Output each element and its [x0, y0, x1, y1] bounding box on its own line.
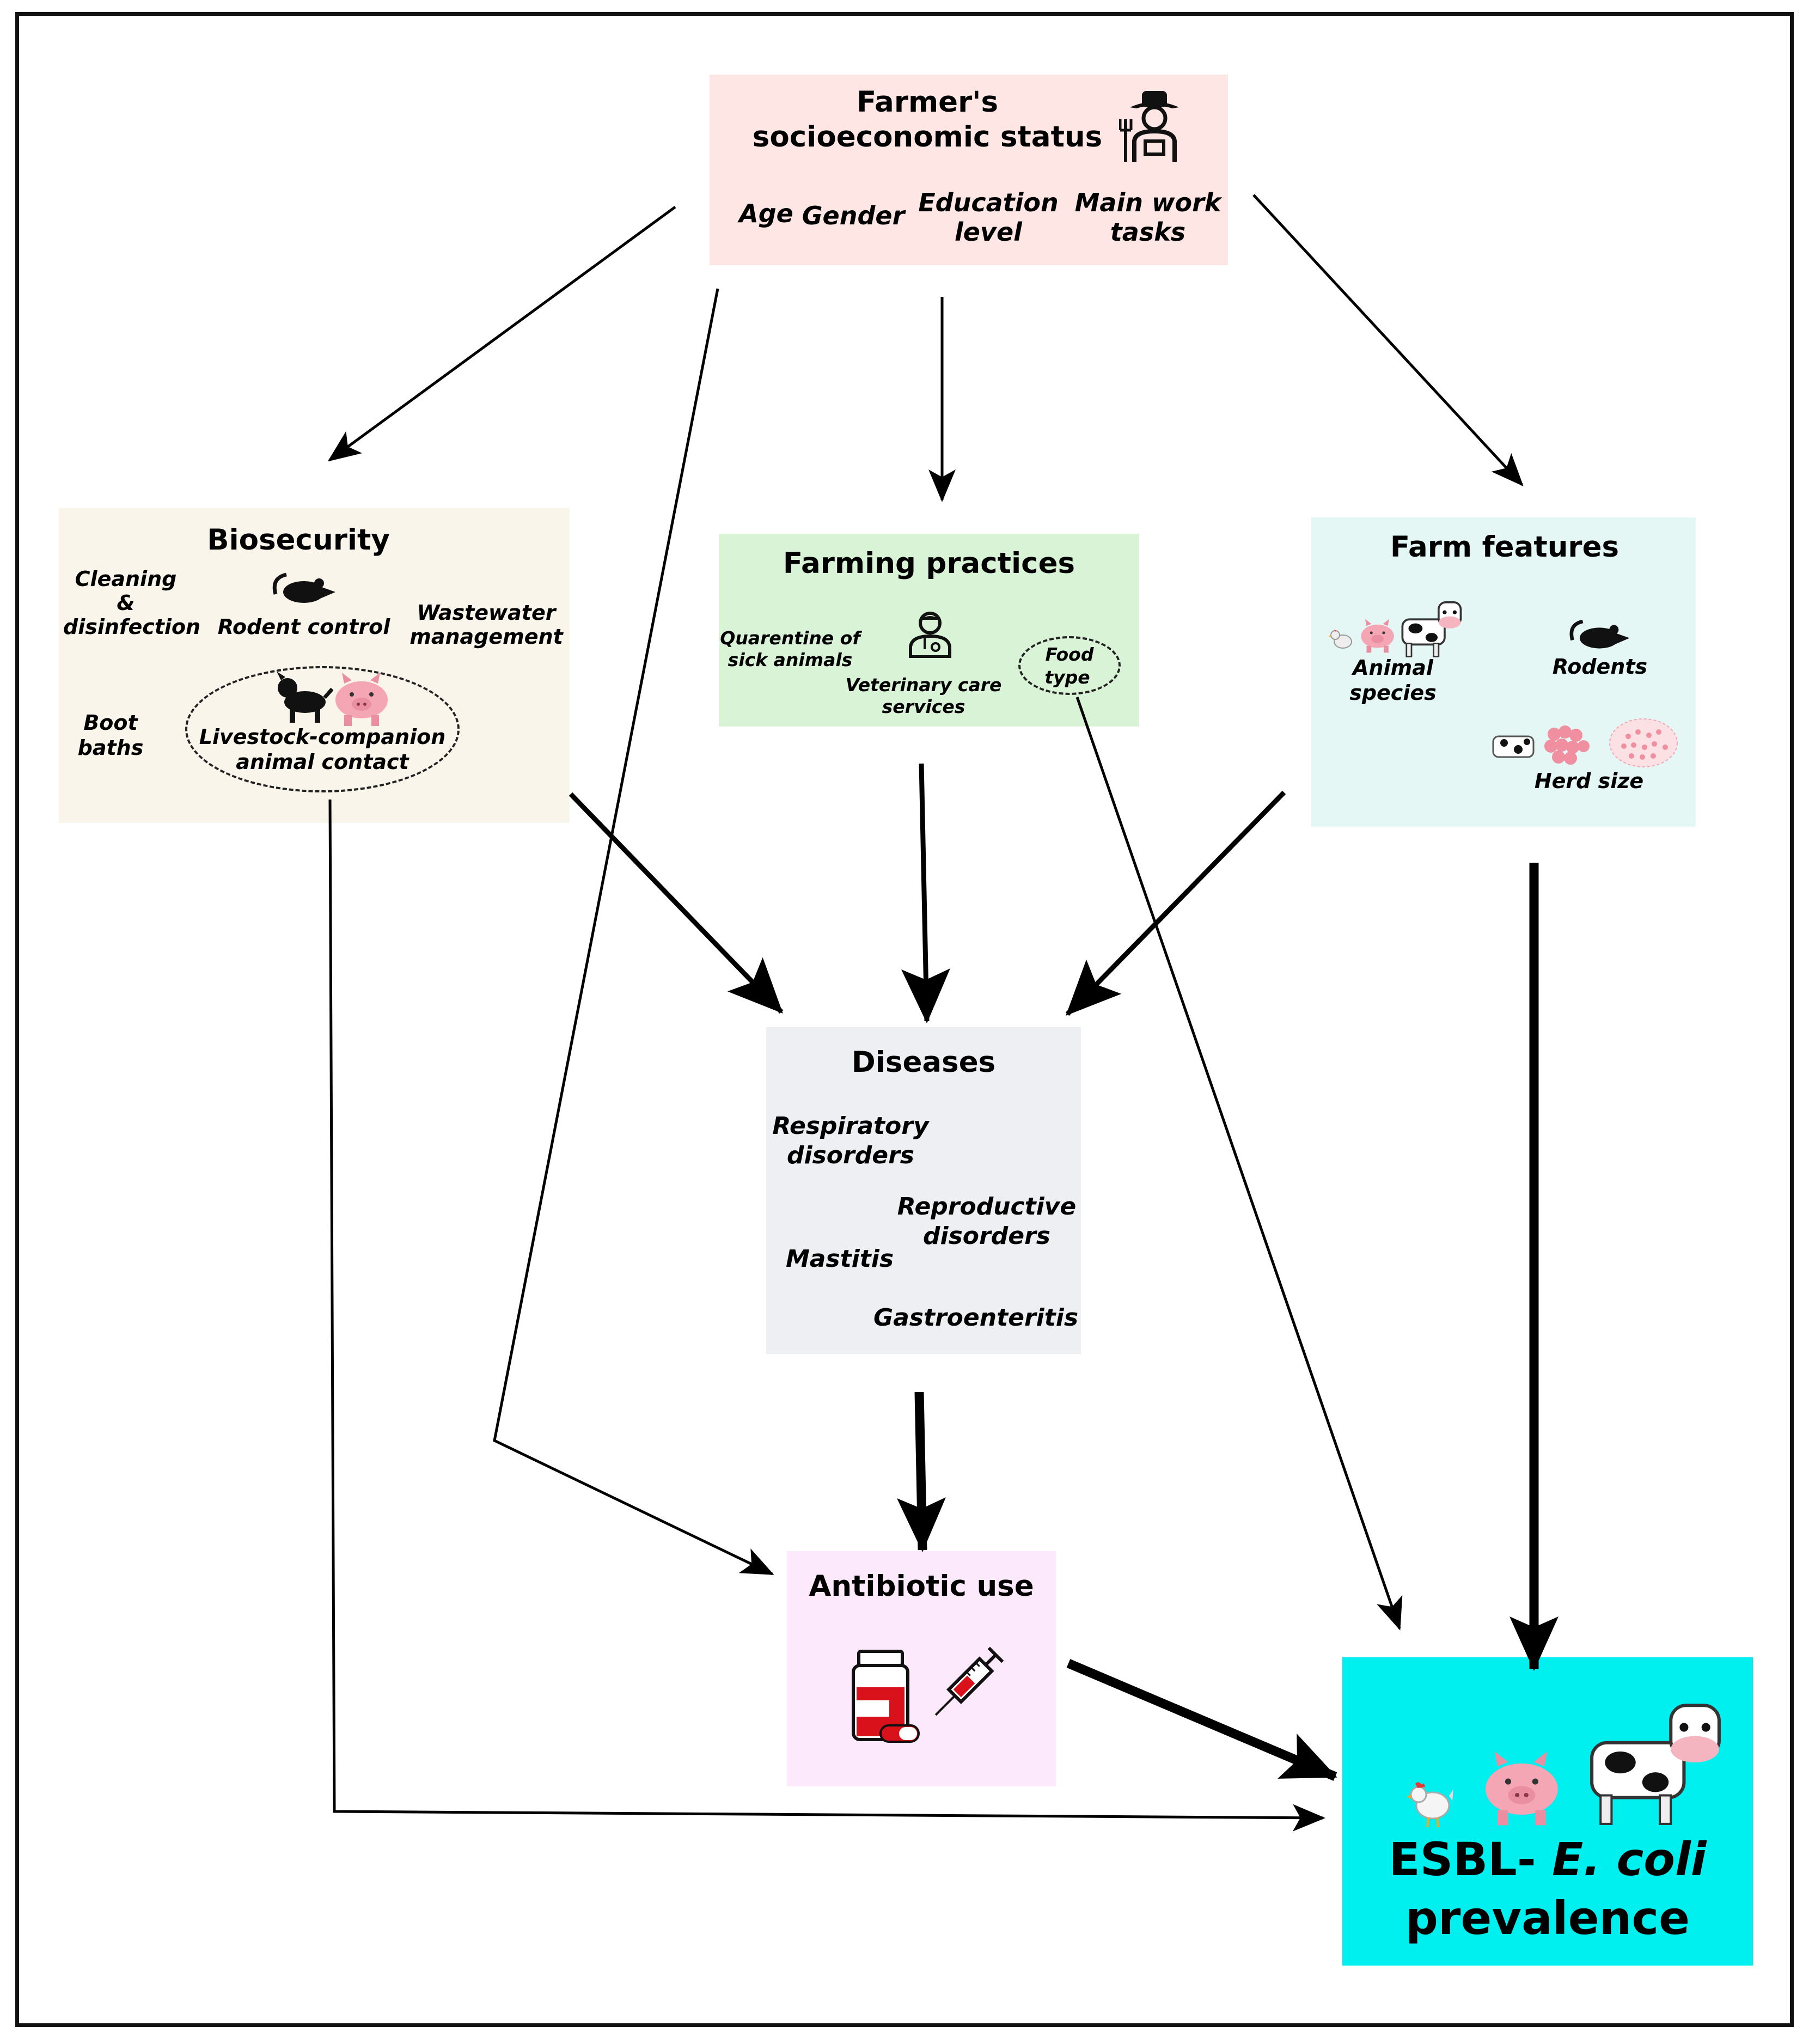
features-box: Farm features Animal species Rodents	[1311, 517, 1696, 827]
features-herd: Herd size	[1534, 769, 1644, 793]
biosecurity-contact-l2: animal contact	[236, 750, 409, 774]
practices-quarantine-l1: Quarentine of	[720, 627, 860, 649]
biosecurity-cleaning-l3: disinfection	[63, 615, 201, 639]
livestock-contact-ellipse	[185, 666, 460, 792]
arrow-ses-antibiotic	[493, 288, 774, 1576]
biosecurity-wastewater-l2: management	[410, 625, 563, 649]
medicine-bottle-icon	[852, 1650, 920, 1743]
antibiotic-title: Antibiotic use	[809, 1570, 1034, 1603]
ses-work-l2: tasks	[1110, 217, 1186, 247]
practices-food-l2: type	[1044, 667, 1090, 688]
food-type-ellipse	[1018, 636, 1121, 695]
practices-vet-l1: Veterinary care	[845, 674, 1002, 695]
biosecurity-boot-l2: baths	[77, 736, 144, 760]
biosecurity-cleaning-l2: &	[117, 591, 135, 615]
biosecurity-contact-l1: Livestock-companion	[199, 725, 446, 749]
ses-box: Farmer's socioeconomic status Age Gender…	[710, 75, 1228, 265]
rat-icon	[1569, 619, 1630, 649]
biosecurity-boot-l1: Boot	[83, 711, 138, 735]
arrow-antibiotic-outcome	[1066, 1659, 1337, 1781]
biosecurity-cleaning-l1: Cleaning	[75, 567, 177, 591]
cow-icon	[1401, 601, 1462, 657]
pig-icon	[1361, 619, 1394, 653]
features-title: Farm features	[1390, 530, 1619, 564]
ses-title-line1: Farmer's	[856, 86, 999, 119]
outcome-ecoli: E. coli	[1551, 1833, 1707, 1886]
practices-title: Farming practices	[783, 547, 1075, 580]
ses-gender: Gender	[802, 201, 905, 230]
cow-icon	[1590, 1704, 1721, 1825]
practices-quarantine-l2: sick animals	[728, 649, 853, 670]
diseases-repro-l2: disorders	[923, 1222, 1050, 1250]
features-rodents: Rodents	[1552, 655, 1648, 679]
rat-icon	[272, 572, 335, 603]
arrow-ses-biosecurity	[327, 205, 676, 462]
diseases-gastro: Gastroenteritis	[873, 1304, 1079, 1332]
diseases-resp-l1: Respiratory	[772, 1112, 929, 1140]
arrow-practices-diseases	[901, 763, 950, 1023]
arrow-foodtype-outcome	[1075, 697, 1403, 1631]
biosecurity-box: Biosecurity Cleaning & disinfection Rode…	[59, 508, 570, 823]
arrow-diseases-antibiotic	[897, 1392, 946, 1552]
ses-education-l2: level	[955, 217, 1022, 247]
practices-food-l1: Food	[1045, 644, 1094, 665]
arrow-ses-features	[1252, 194, 1524, 486]
herd-icons	[1492, 718, 1678, 767]
arrow-biosecurity-diseases	[569, 792, 784, 1014]
diseases-resp-l2: disorders	[787, 1142, 914, 1169]
outcome-line1: ESBL- E. coli	[1342, 1833, 1753, 1886]
outcome-box: ESBL- E. coli prevalence	[1342, 1657, 1753, 1966]
diseases-mastitis: Mastitis	[785, 1245, 894, 1273]
ses-title-line2: socioeconomic status	[752, 120, 1103, 154]
ses-age: Age	[739, 199, 793, 228]
practices-box: Farming practices Quarentine of sick ani…	[719, 534, 1139, 727]
chicken-icon	[1329, 630, 1352, 649]
biosecurity-wastewater-l1: Wastewater	[417, 601, 556, 625]
features-species-l2: species	[1349, 681, 1437, 705]
outcome-esbl: ESBL-	[1389, 1833, 1552, 1886]
dog-icon	[277, 672, 333, 723]
chicken-icon	[1407, 1782, 1453, 1828]
farmer-icon	[1119, 91, 1179, 162]
biosecurity-rodent: Rodent control	[217, 615, 390, 639]
arrow-contact-outcome	[328, 799, 1325, 1832]
features-species-l1: Animal	[1353, 656, 1433, 680]
antibiotic-box: Antibiotic use	[787, 1551, 1056, 1786]
biosecurity-title: Biosecurity	[207, 523, 390, 557]
arrow-features-diseases	[1065, 790, 1286, 1016]
veterinarian-icon	[909, 612, 951, 658]
ses-work-l1: Main work	[1074, 188, 1221, 217]
outcome-line2: prevalence	[1405, 1892, 1690, 1945]
syringe-icon	[934, 1646, 1004, 1716]
ses-education-l1: Education	[918, 188, 1059, 217]
pig-icon	[1485, 1751, 1558, 1826]
pig-icon	[335, 673, 388, 726]
diseases-repro-l1: Reproductive	[897, 1193, 1077, 1221]
diseases-box: Diseases Respiratory disorders Reproduct…	[766, 1027, 1081, 1354]
diseases-title: Diseases	[851, 1046, 996, 1079]
practices-vet-l2: services	[882, 696, 965, 717]
